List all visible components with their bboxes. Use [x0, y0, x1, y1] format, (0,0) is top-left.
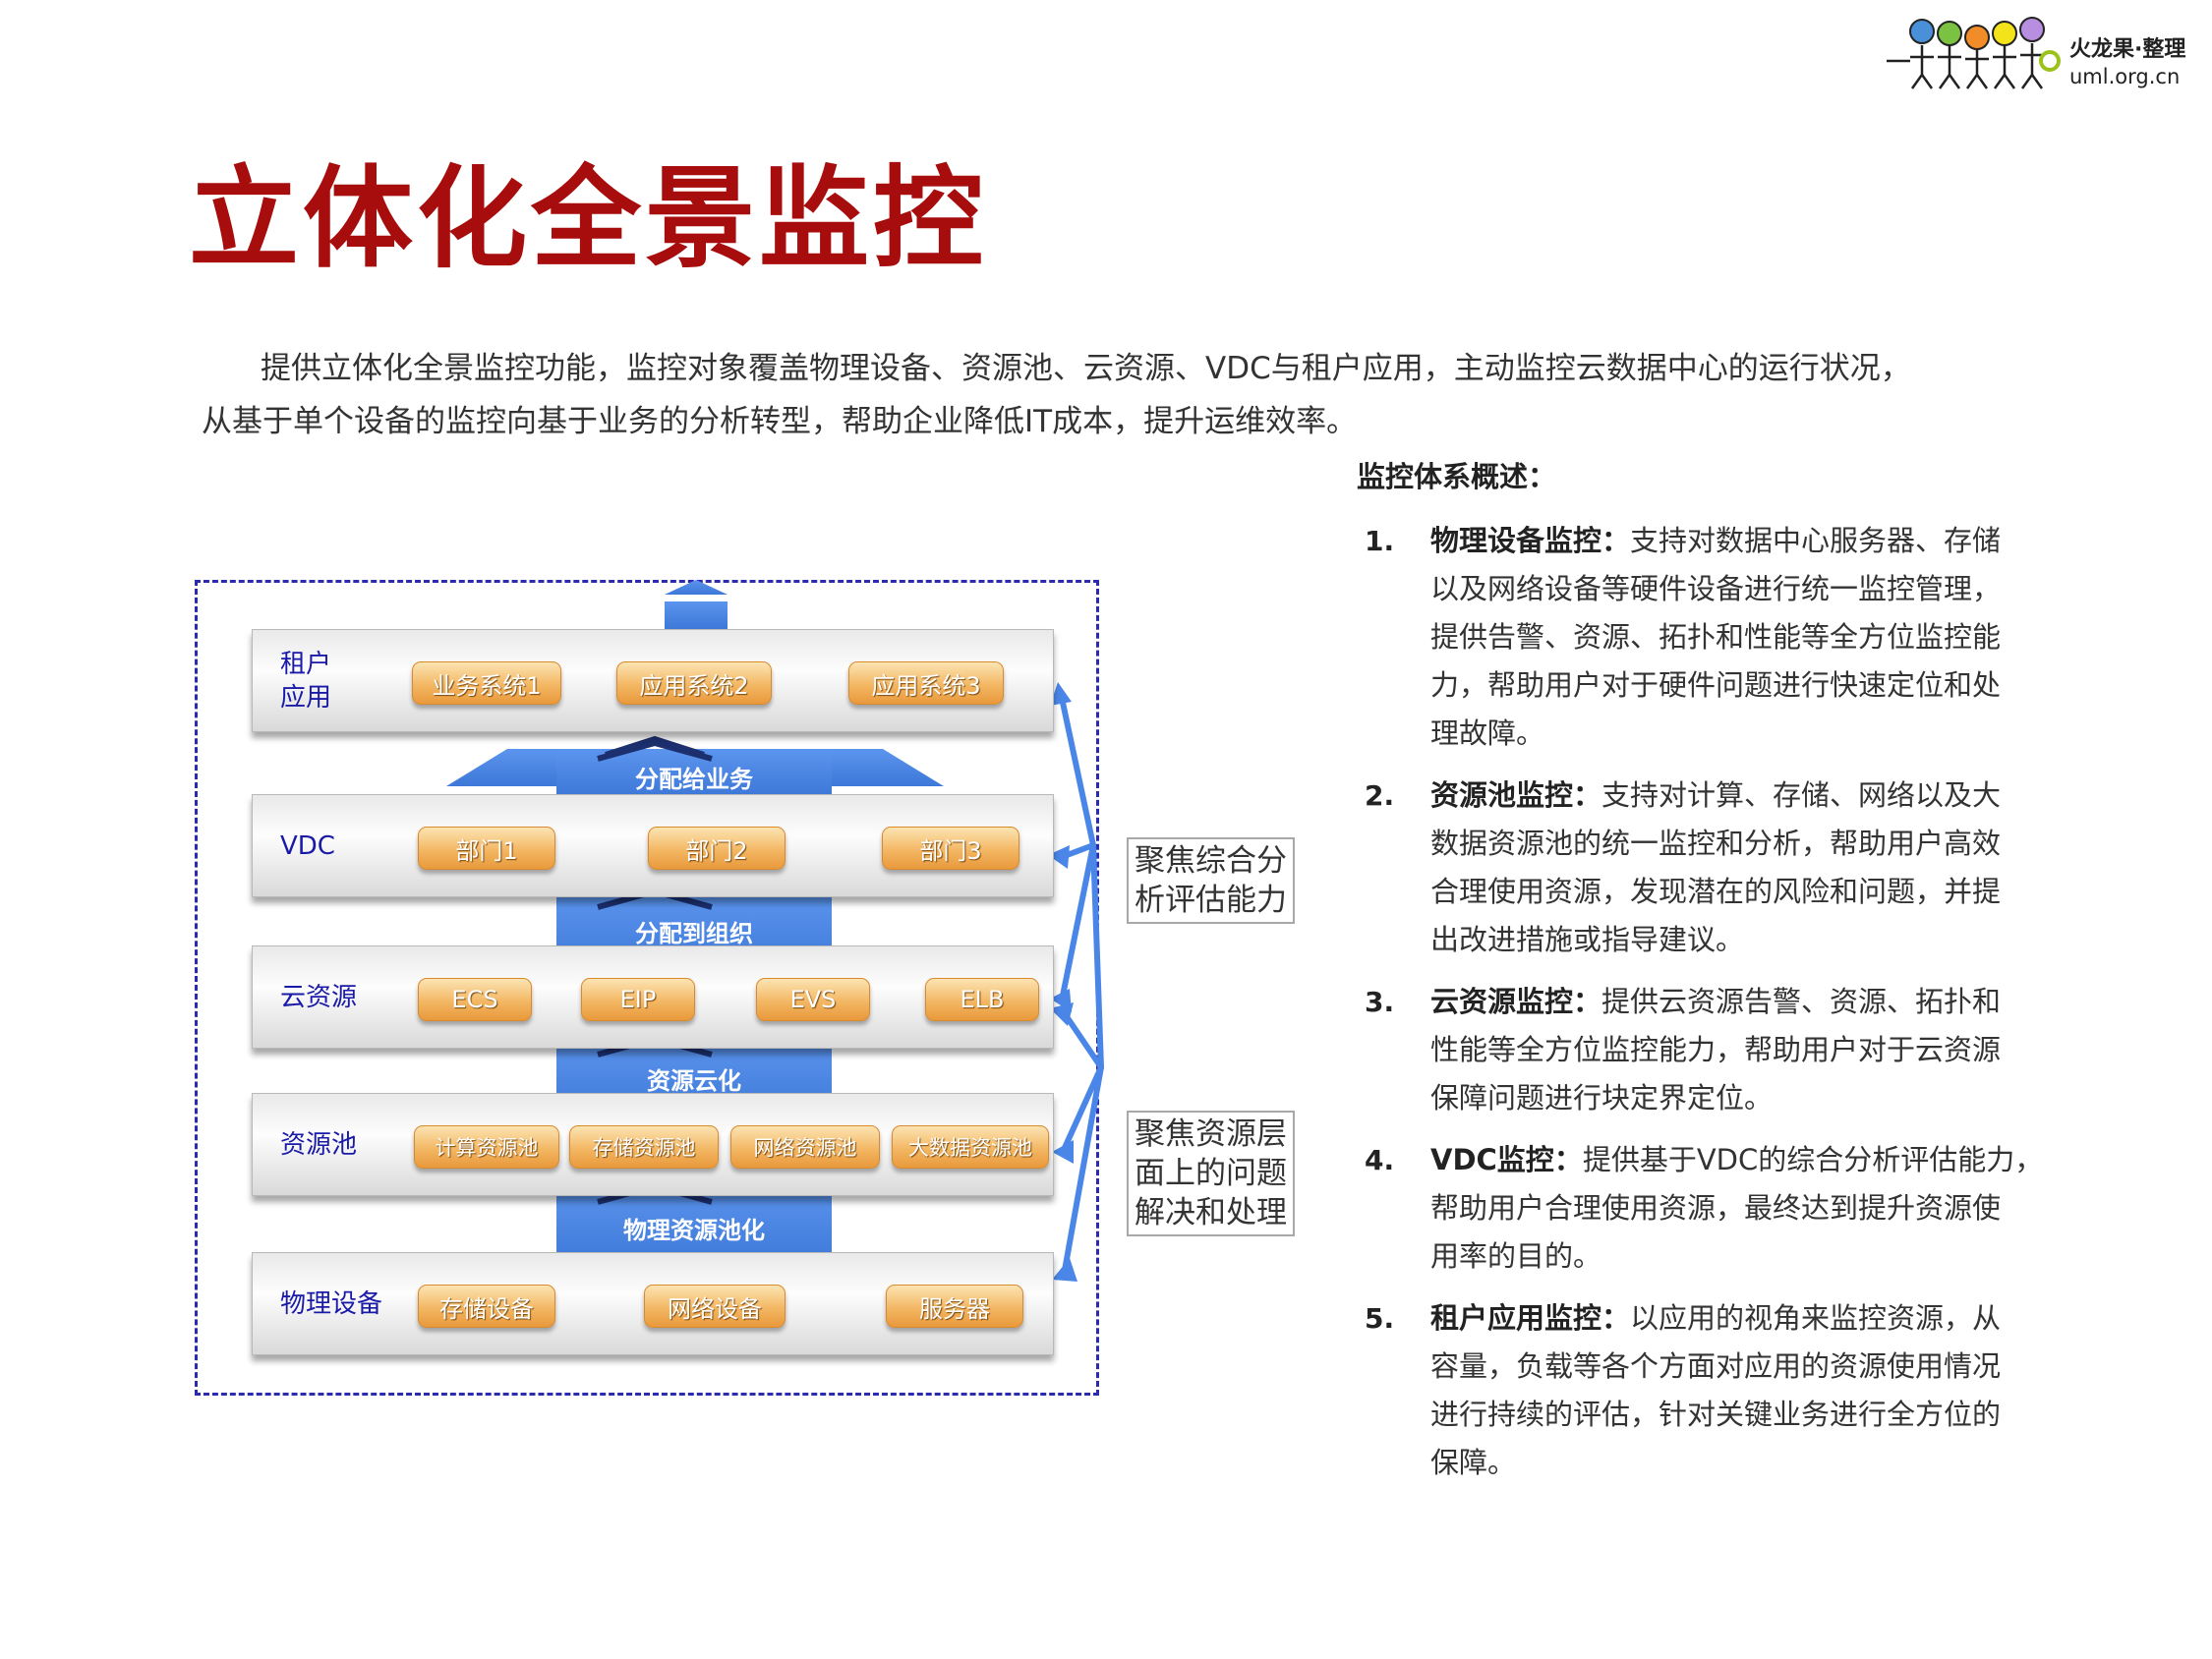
- item-number: 2.: [1365, 779, 1395, 812]
- chip-evs: EVS: [756, 978, 870, 1021]
- item-line: 容量，负载等各个方面对应用的资源使用情况: [1430, 1349, 2002, 1383]
- item-line: 提供云资源告警、资源、拓扑和: [1601, 985, 2002, 1018]
- item-line: 支持对数据中心服务器、存储: [1630, 524, 2002, 557]
- callout-comprehensive-analysis: 聚焦综合分 析评估能力: [1127, 837, 1295, 924]
- overview-item-resource-pool: 2. 资源池监控：支持对计算、存储、网络以及大 数据资源池的统一监控和分析，帮助…: [1357, 772, 2065, 964]
- flow-label-assign-to-business: 分配给业务: [635, 766, 753, 793]
- flow-label-resource-cloudification: 资源云化: [647, 1067, 741, 1095]
- overview-heading: 监控体系概述：: [1357, 460, 1557, 493]
- item-line: 进行持续的评估，针对关键业务进行全方位的: [1430, 1398, 2002, 1431]
- item-line: 力，帮助用户对于硬件问题进行快速定位和处: [1430, 668, 2002, 702]
- chip-application-system-3: 应用系统3: [848, 661, 1004, 705]
- chip-storage-device: 存储设备: [418, 1285, 555, 1328]
- item-line: 以及网络设备等硬件设备进行统一监控管理，: [1430, 572, 2002, 605]
- item-line: 支持对计算、存储、网络以及大: [1601, 778, 2002, 812]
- item-line: 理故障。: [1430, 716, 1545, 750]
- item-heading: 资源池监控：: [1430, 778, 1602, 812]
- chip-department-1: 部门1: [418, 827, 555, 870]
- layer-label-text: 租户 应用: [280, 649, 332, 713]
- layer-resource-pool: 资源池 计算资源池 存储资源池 网络资源池 大数据资源池: [252, 1093, 1054, 1196]
- page-title: 立体化全景监控: [189, 155, 987, 283]
- chip-ecs: ECS: [418, 978, 532, 1021]
- item-heading: VDC监控：: [1430, 1143, 1583, 1176]
- chip-department-3: 部门3: [882, 827, 1019, 870]
- layer-label-physical-device: 物理设备: [280, 1288, 383, 1319]
- item-line: 性能等全方位监控能力，帮助用户对于云资源: [1430, 1033, 2002, 1066]
- chip-application-system-2: 应用系统2: [616, 661, 772, 705]
- monitoring-overview: 监控体系概述： 1. 物理设备监控：支持对数据中心服务器、存储 以及网络设备等硬…: [1357, 454, 2065, 1501]
- item-number: 3.: [1365, 986, 1395, 1018]
- logo-figures-icon: [1887, 17, 2061, 89]
- item-line: 提供告警、资源、拓扑和性能等全方位监控能: [1430, 620, 2002, 654]
- item-number: 1.: [1365, 525, 1395, 557]
- item-line: 用率的目的。: [1430, 1239, 1602, 1273]
- item-line: 帮助用户合理使用资源，最终达到提升资源使: [1430, 1191, 2002, 1225]
- layer-label-vdc: VDC: [280, 830, 335, 861]
- item-number: 5.: [1365, 1302, 1395, 1335]
- chip-department-2: 部门2: [648, 827, 786, 870]
- item-line: 出改进措施或指导建议。: [1430, 923, 1745, 956]
- flow-label-physical-resource-pooling: 物理资源池化: [623, 1217, 765, 1244]
- callout-line: 聚焦综合分: [1135, 843, 1287, 879]
- callout-resource-layer-issues: 聚焦资源层 面上的问题 解决和处理: [1127, 1111, 1295, 1236]
- focus-arrows: [1059, 695, 1104, 1279]
- intro-paragraph: 提供立体化全景监控功能，监控对象覆盖物理设备、资源池、云资源、VDC与租户应用，…: [202, 342, 2060, 448]
- callout-line: 解决和处理: [1135, 1195, 1287, 1230]
- item-heading: 物理设备监控：: [1430, 524, 1631, 557]
- layer-label-cloud-resource: 云资源: [280, 982, 358, 1012]
- flow-label-assign-to-organization: 分配到组织: [635, 920, 753, 947]
- chip-network-device: 网络设备: [644, 1285, 786, 1328]
- chip-storage-pool: 存储资源池: [569, 1125, 719, 1169]
- item-heading: 云资源监控：: [1430, 985, 1602, 1018]
- overview-item-tenant-application: 5. 租户应用监控：以应用的视角来监控资源，从 容量，负载等各个方面对应用的资源…: [1357, 1294, 2065, 1487]
- chip-big-data-pool: 大数据资源池: [892, 1125, 1049, 1169]
- callout-line: 聚焦资源层: [1135, 1116, 1287, 1152]
- item-line: 合理使用资源，发现潜在的风险和问题，并提: [1430, 875, 2002, 908]
- layer-physical-device: 物理设备 存储设备 网络设备 服务器: [252, 1252, 1054, 1355]
- item-line: 保障问题进行块定界定位。: [1430, 1081, 1774, 1115]
- item-number: 4.: [1365, 1144, 1395, 1176]
- logo-name: 火龙果·整理: [2069, 37, 2186, 62]
- callout-line: 面上的问题: [1135, 1156, 1287, 1191]
- chip-compute-pool: 计算资源池: [414, 1125, 559, 1169]
- chip-server: 服务器: [886, 1285, 1023, 1328]
- item-line: 保障。: [1430, 1446, 1517, 1479]
- item-heading: 租户应用监控：: [1430, 1301, 1631, 1335]
- logo: 火龙果·整理 uml.org.cn: [1883, 14, 2202, 92]
- arrowhead-icons: [1048, 682, 1077, 1282]
- chip-network-pool: 网络资源池: [730, 1125, 880, 1169]
- layer-label-tenant-application: 租户 应用: [280, 630, 331, 731]
- intro-line-2: 从基于单个设备的监控向基于业务的分析转型，帮助企业降低IT成本，提升运维效率。: [202, 404, 1358, 439]
- overview-item-physical-device: 1. 物理设备监控：支持对数据中心服务器、存储 以及网络设备等硬件设备进行统一监…: [1357, 517, 2065, 758]
- layer-label-resource-pool: 资源池: [280, 1129, 358, 1160]
- monitoring-architecture-diagram: 租户 应用 业务系统1 应用系统2 应用系统3 分配给业务 VDC 部门1 部门…: [195, 580, 1315, 1405]
- callout-line: 析评估能力: [1135, 883, 1287, 918]
- layer-tenant-application: 租户 应用 业务系统1 应用系统2 应用系统3: [252, 629, 1054, 732]
- item-line: 数据资源池的统一监控和分析，帮助用户高效: [1430, 827, 2002, 860]
- logo-url: uml.org.cn: [2069, 65, 2181, 88]
- overview-item-vdc: 4. VDC监控：提供基于VDC的综合分析评估能力， 帮助用户合理使用资源，最终…: [1357, 1136, 2065, 1281]
- intro-line-1: 提供立体化全景监控功能，监控对象覆盖物理设备、资源池、云资源、VDC与租户应用，…: [261, 351, 1911, 386]
- item-line: 提供基于VDC的综合分析评估能力，: [1582, 1143, 2044, 1176]
- chip-business-system-1: 业务系统1: [412, 661, 561, 705]
- layer-cloud-resource: 云资源 ECS EIP EVS ELB: [252, 945, 1054, 1049]
- chip-eip: EIP: [581, 978, 695, 1021]
- overview-item-cloud-resource: 3. 云资源监控：提供云资源告警、资源、拓扑和 性能等全方位监控能力，帮助用户对…: [1357, 978, 2065, 1122]
- chip-elb: ELB: [925, 978, 1039, 1021]
- item-line: 以应用的视角来监控资源，从: [1630, 1301, 2002, 1335]
- layer-vdc: VDC 部门1 部门2 部门3: [252, 794, 1054, 897]
